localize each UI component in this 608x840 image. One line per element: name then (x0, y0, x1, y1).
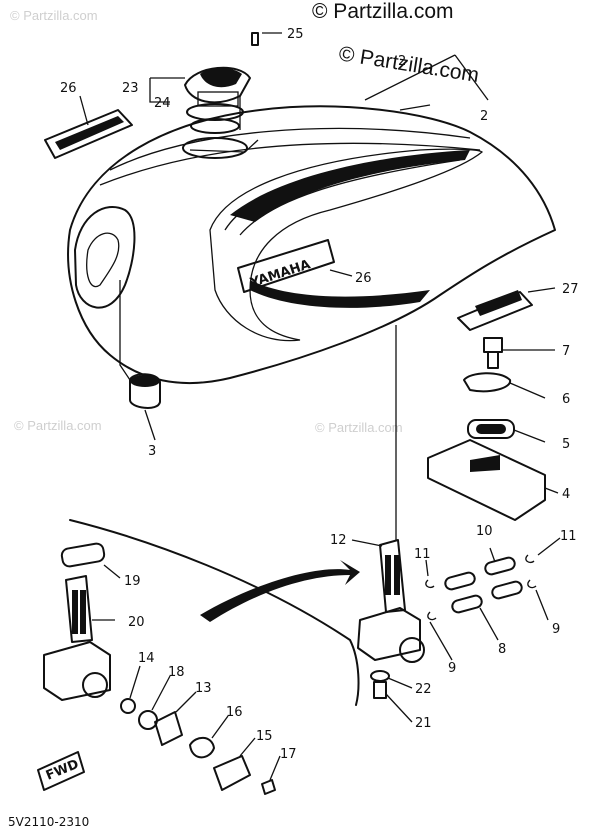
fwd-arrow-icon: FWD (37, 751, 85, 791)
damper-5 (467, 419, 515, 439)
callout-8: 8 (498, 642, 506, 657)
callout-16: 16 (226, 705, 243, 720)
callout-10: 10 (476, 524, 493, 539)
yamaha-emblem-26: YAMAHA (237, 239, 335, 293)
emblem-26-top (44, 109, 133, 159)
callout-9: 9 (552, 622, 560, 637)
o-ring-18 (138, 710, 158, 730)
callout-12: 12 (330, 533, 347, 548)
callout-24: 24 (154, 96, 171, 111)
damper-4 (427, 439, 546, 521)
callout-15: 15 (256, 729, 273, 744)
arrow-icon (200, 560, 360, 622)
plate-15 (213, 755, 251, 791)
callout-4: 4 (562, 487, 570, 502)
callout-17: 17 (280, 747, 297, 762)
gasket-19 (60, 542, 106, 568)
callout-11: 11 (560, 529, 577, 544)
callout-14: 14 (138, 651, 155, 666)
callout-13: 13 (195, 681, 212, 696)
screw-21 (373, 681, 387, 699)
watermark: © Partzilla.com (14, 418, 102, 433)
washer-6 (463, 372, 511, 393)
svg-text:FWD: FWD (44, 757, 81, 784)
callout-labels: 25 2 2 26 23 24 26 27 7 6 5 4 3 12 10 11… (60, 27, 579, 762)
watermark: © Partzilla.com (315, 420, 403, 435)
fuel-cock-12 (357, 539, 425, 663)
hoses-8-10 (444, 556, 523, 614)
callout-25: 25 (287, 27, 304, 42)
callout-20: 20 (128, 615, 145, 630)
watermark-brand: © Partzilla.com (312, 0, 454, 23)
callout-18: 18 (168, 665, 185, 680)
o-ring-14 (120, 698, 136, 714)
callout-19: 19 (124, 574, 141, 589)
callout-22: 22 (415, 682, 432, 697)
callout-9: 9 (448, 661, 456, 676)
callout-26: 26 (60, 81, 77, 96)
watermark: © Partzilla.com (10, 8, 98, 23)
callout-3: 3 (148, 444, 156, 459)
callout-2: 2 (480, 109, 488, 124)
screw-25 (251, 32, 259, 46)
fuel-tank: YAMAHA (67, 105, 556, 384)
frame-outline (69, 519, 360, 706)
fuel-cock-20 (43, 575, 111, 701)
callout-23: 23 (122, 81, 139, 96)
callout-21: 21 (415, 716, 432, 731)
washer-22 (370, 670, 390, 682)
callout-6: 6 (562, 392, 570, 407)
callout-leaders (79, 32, 561, 781)
callout-2: 2 (398, 54, 406, 69)
callout-26: 26 (355, 271, 372, 286)
bolt-7 (483, 337, 503, 369)
callout-5: 5 (562, 437, 570, 452)
fuel-cap-23 (184, 66, 251, 134)
lever-13 (154, 711, 183, 746)
clips-9-11 (425, 554, 537, 621)
callout-11: 11 (414, 547, 431, 562)
grommet-3 (119, 280, 161, 441)
callout-27: 27 (562, 282, 579, 297)
spring-16 (189, 736, 215, 759)
diagram-code: 5V2110-2310 (8, 815, 89, 829)
callout-7: 7 (562, 344, 570, 359)
watermark-brand: © Partzilla.com (337, 42, 480, 87)
bracket-27 (457, 290, 533, 331)
screw-17 (261, 779, 276, 795)
